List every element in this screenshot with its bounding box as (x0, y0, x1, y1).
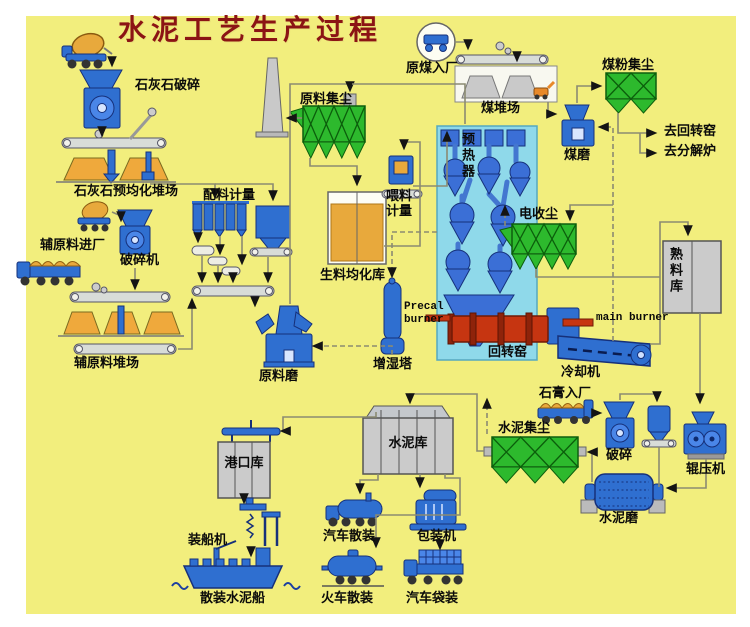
mill-feed-conveyor-icon (191, 285, 275, 297)
coal-unloader-icon (416, 22, 456, 62)
label-bulk-cement-ship: 散装水泥船 (200, 590, 266, 605)
coal-conveyor-icon (455, 41, 549, 65)
limestone-conveyor-icon (61, 107, 167, 149)
precal-burner-icon (425, 314, 451, 322)
raw-dust-filter-icon (289, 93, 366, 160)
label-clinker-silo: 熟料库 (667, 247, 683, 295)
label-preheater: 预热器 (459, 132, 475, 180)
humidifying-tower-icon (380, 277, 405, 355)
label-limestone-yard: 石灰石预均化堆场 (74, 183, 179, 198)
aux-yard-icon (58, 305, 184, 355)
label-gypsum-in: 石膏入厂 (539, 385, 592, 400)
label-humidify-tower: 增湿塔 (373, 356, 413, 371)
limestone-yard-icon (56, 149, 176, 184)
rail-tank-car-icon (321, 549, 384, 587)
label-rotary-kiln: 回转窑 (488, 344, 528, 359)
aux-crusher-icon (117, 209, 153, 255)
label-to-rotary-kiln: 去回转窑 (664, 123, 717, 138)
label-coal-mill: 煤磨 (564, 147, 591, 162)
label-truck-bulk: 汽车散装 (323, 528, 376, 543)
flow-lines (97, 39, 707, 558)
cooler-icon (557, 335, 652, 367)
rotary-kiln-icon (447, 312, 549, 346)
label-truck-bag: 汽车袋装 (406, 590, 459, 605)
label-coal-dust: 煤粉集尘 (602, 57, 655, 72)
label-crushing: 破碎 (606, 447, 633, 462)
clinker-silo-icon (662, 240, 722, 314)
bulk-cement-ship-icon (171, 540, 301, 590)
label-cement-dust: 水泥集尘 (498, 420, 551, 435)
roller-press-icon (683, 411, 727, 460)
gypsum-truck-icon (537, 399, 594, 424)
small-mixer-truck-icon (77, 201, 111, 232)
raw-mill-icon (255, 305, 315, 368)
label-main-burner: main burner (596, 312, 669, 324)
label-raw-meal-silo: 生料均化库 (320, 267, 386, 282)
label-raw-coal-in: 原煤入厂 (406, 60, 459, 75)
label-batching: 配料计量 (203, 187, 256, 202)
coal-mill-icon (561, 104, 595, 147)
port-silo-icon (217, 420, 281, 499)
cement-dust-filter-icon (483, 436, 587, 484)
label-limestone-crushing: 石灰石破碎 (135, 77, 201, 92)
label-packing-machine: 包装机 (417, 528, 457, 543)
page-title: 水泥工艺生产过程 (118, 14, 383, 45)
feed-metering-icon (381, 155, 423, 199)
cement-silo-icon (362, 405, 454, 475)
label-ship-loader: 装船机 (188, 532, 228, 547)
raw-meal-silo-icon (327, 191, 387, 265)
label-aux-material-in: 辅原料进厂 (40, 237, 106, 252)
main-burner-icon (562, 318, 594, 327)
bulk-truck-icon (325, 492, 383, 527)
label-to-calciner: 去分解炉 (664, 143, 717, 158)
label-precal-burner: Precal burner (404, 301, 444, 326)
batching-big-hopper-icon (249, 205, 293, 257)
label-esp: 电收尘 (519, 206, 559, 221)
label-crusher: 破碎机 (120, 252, 160, 267)
chimney-icon (255, 57, 289, 138)
label-port-silo: 港口库 (224, 455, 264, 470)
label-roller-press: 辊压机 (686, 461, 726, 476)
coal-dust-filter-icon (604, 72, 658, 114)
limestone-crusher-icon (79, 69, 123, 129)
label-coal-yard: 煤堆场 (481, 100, 521, 115)
aux-material-truck-icon (16, 261, 82, 286)
label-cooler: 冷却机 (561, 364, 601, 379)
label-feed-metering: 喂料计量 (386, 188, 413, 218)
gypsum-crusher-icon (603, 401, 635, 449)
mixer-truck-icon (61, 32, 113, 69)
clinker-hopper-icon (641, 405, 677, 448)
cement-mill-icon (580, 473, 666, 514)
aux-conveyor-icon (69, 282, 171, 303)
bag-truck-icon (403, 549, 464, 585)
ship-loader-icon (239, 497, 281, 546)
label-raw-mill: 原料磨 (259, 368, 299, 383)
label-cement-mill: 水泥磨 (599, 510, 639, 525)
esp-filter-icon (499, 222, 577, 271)
label-train-bulk: 火车散装 (321, 590, 374, 605)
coal-yard-icon (454, 65, 558, 103)
label-aux-material-yard: 辅原料堆场 (74, 355, 140, 370)
label-cement-silo: 水泥库 (388, 435, 428, 450)
label-raw-material-dust: 原料集尘 (300, 91, 353, 106)
packing-machine-icon (409, 489, 467, 531)
